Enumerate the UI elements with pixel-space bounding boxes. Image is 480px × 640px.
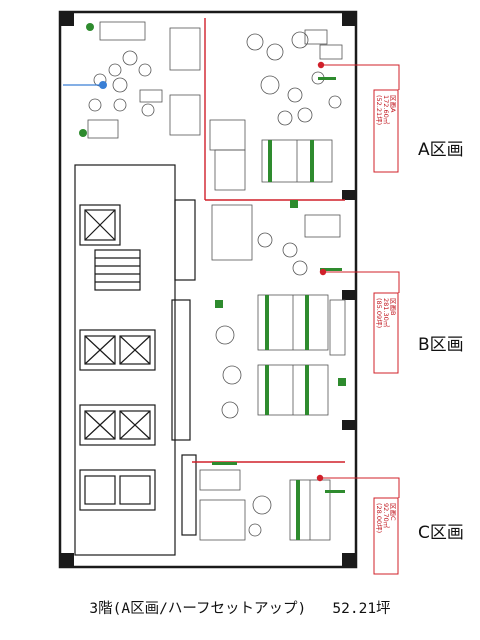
callout-a-title: 区画A — [389, 95, 397, 113]
building-outline — [58, 10, 358, 569]
callout-a: 区画A 172.60㎡ (52.21坪) — [373, 89, 399, 173]
callout-c-area: 92.70㎡ — [382, 503, 391, 529]
caption-area: 52.21坪 — [332, 601, 391, 617]
zone-b-label: B区画 — [418, 335, 464, 355]
callout-b-title: 区画B — [389, 298, 397, 315]
callout-b-tsubo: (85.09坪) — [375, 298, 383, 328]
callout-b: 区画B 281.30㎡ (85.09坪) — [373, 292, 399, 374]
core-area — [74, 164, 197, 556]
callout-c: 区画C 92.70㎡ (28.00坪) — [373, 497, 399, 575]
callout-leaders — [320, 64, 400, 498]
zone-c-label: C区画 — [418, 523, 464, 543]
zone-a-label: A区画 — [418, 140, 464, 160]
callout-c-tsubo: (28.00坪) — [375, 503, 383, 533]
furniture-zone-b — [211, 204, 346, 419]
callout-a-tsubo: (52.21坪) — [375, 95, 383, 125]
callout-b-area: 281.30㎡ — [382, 298, 391, 328]
callout-c-title: 区画C — [389, 503, 397, 521]
caption-floor: 3階(A区画/ハーフセットアップ) — [89, 601, 307, 617]
furniture-zone-a-left — [87, 21, 201, 139]
furniture-zone-a — [209, 29, 343, 191]
furniture-zone-c — [199, 469, 331, 541]
floor-caption: 3階(A区画/ハーフセットアップ) 52.21坪 — [0, 597, 480, 618]
callout-a-area: 172.60㎡ — [382, 95, 391, 125]
